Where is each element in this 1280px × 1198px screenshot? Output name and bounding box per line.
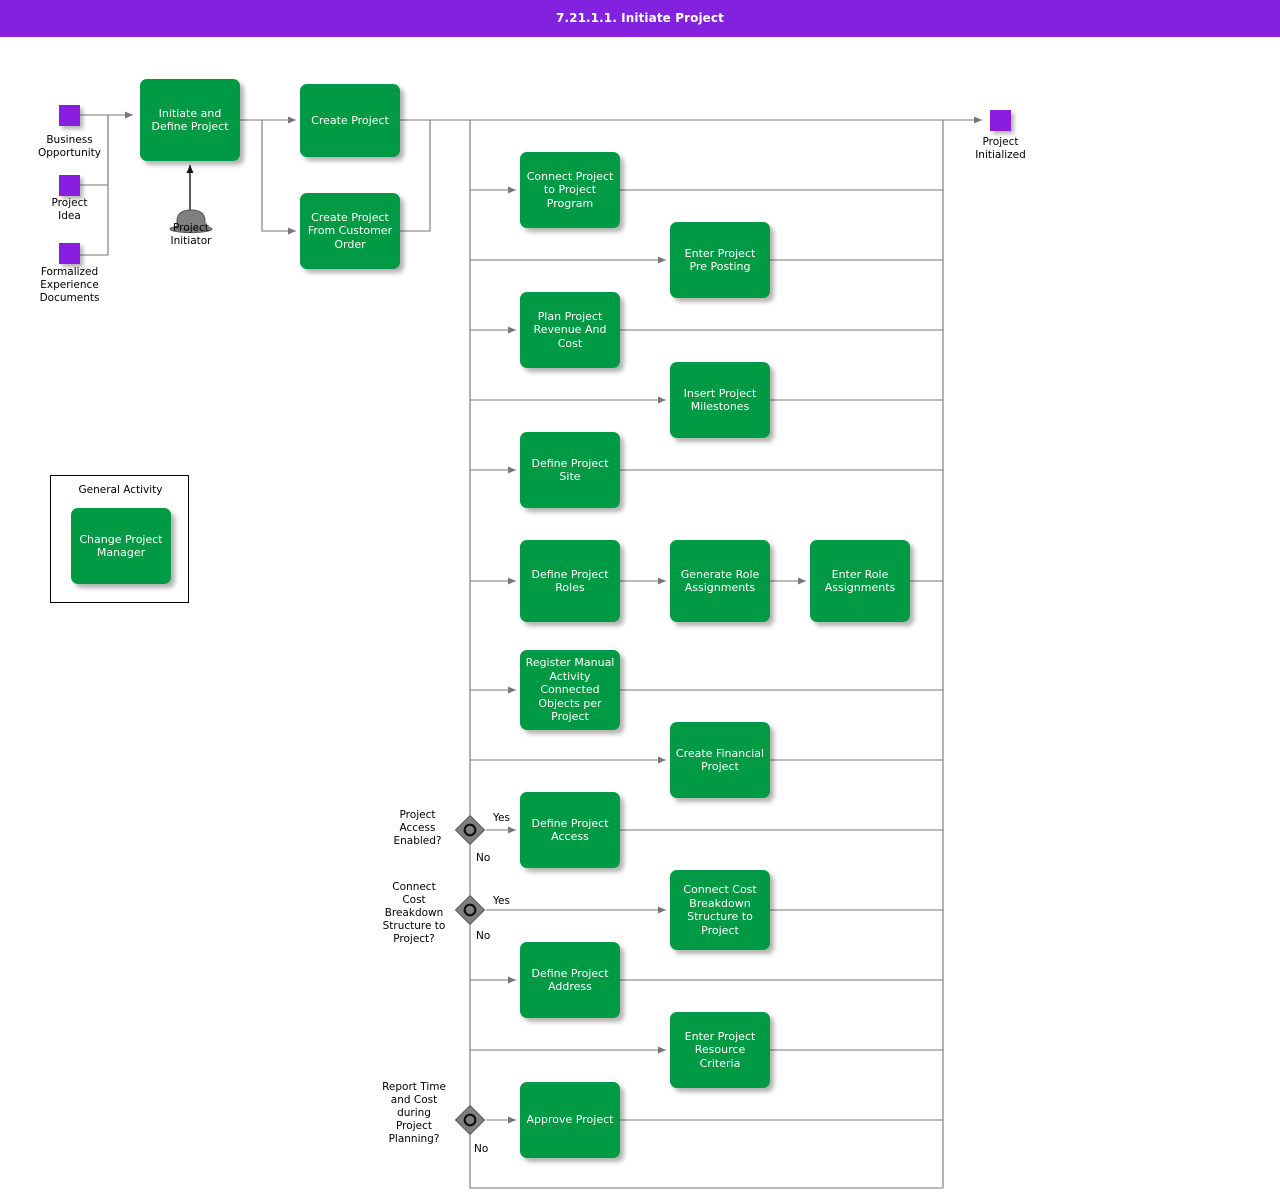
activity-define-project-site[interactable]: Define Project Site bbox=[520, 432, 620, 508]
start-event-label-business-opportunity: Business Opportunity bbox=[37, 134, 101, 159]
edge-label-report-time-and-cost-no: No bbox=[474, 1143, 489, 1155]
activity-connect-cost-breakdown-structure-to-project[interactable]: Connect Cost Breakdown Structure to Proj… bbox=[670, 870, 770, 950]
activity-define-project-roles[interactable]: Define Project Roles bbox=[520, 540, 620, 622]
role-label-project-initiator: Project Initiator bbox=[170, 222, 212, 247]
legend-general-activity: General Activity Change Project Manager bbox=[50, 475, 189, 603]
start-event-business-opportunity[interactable] bbox=[59, 105, 80, 126]
activity-create-project[interactable]: Create Project bbox=[300, 84, 400, 157]
gateway-label-connect-cost-breakdown-structure-to-project: Connect Cost Breakdown Structure to Proj… bbox=[382, 881, 446, 945]
activity-insert-project-milestones[interactable]: Insert Project Milestones bbox=[670, 362, 770, 438]
title-bar: 7.21.1.1. Initiate Project bbox=[0, 0, 1280, 37]
activity-create-project-from-customer-order[interactable]: Create Project From Customer Order bbox=[300, 193, 400, 269]
edge-label-connect-cbs-no: No bbox=[476, 930, 491, 942]
activity-register-manual-activity-connected-objects-per-project[interactable]: Register Manual Activity Connected Objec… bbox=[520, 650, 620, 730]
gateway-project-access-enabled[interactable] bbox=[454, 814, 486, 846]
activity-define-project-address[interactable]: Define Project Address bbox=[520, 942, 620, 1018]
activity-enter-project-resource-criteria[interactable]: Enter Project Resource Criteria bbox=[670, 1012, 770, 1088]
end-event-project-initialized[interactable] bbox=[990, 110, 1011, 131]
role-hat-icon bbox=[169, 207, 213, 234]
activity-generate-role-assignments[interactable]: Generate Role Assignments bbox=[670, 540, 770, 622]
page-title: 7.21.1.1. Initiate Project bbox=[556, 11, 724, 25]
start-event-label-project-idea: Project Idea bbox=[51, 197, 88, 222]
activity-approve-project[interactable]: Approve Project bbox=[520, 1082, 620, 1158]
legend-title: General Activity bbox=[78, 484, 163, 496]
activity-connect-project-to-project-program[interactable]: Connect Project to Project Program bbox=[520, 152, 620, 228]
activity-enter-project-pre-posting[interactable]: Enter Project Pre Posting bbox=[670, 222, 770, 298]
activity-plan-project-revenue-and-cost[interactable]: Plan Project Revenue And Cost bbox=[520, 292, 620, 368]
start-event-project-idea[interactable] bbox=[59, 175, 80, 196]
edge-label-project-access-enabled-no: No bbox=[476, 852, 491, 864]
gateway-label-report-time-and-cost-during-project-planning: Report Time and Cost during Project Plan… bbox=[382, 1081, 446, 1145]
start-event-formalized-experience-documents[interactable] bbox=[59, 243, 80, 264]
activity-enter-role-assignments[interactable]: Enter Role Assignments bbox=[810, 540, 910, 622]
start-event-label-formalized-experience-documents: Formalized Experience Documents bbox=[39, 266, 100, 304]
gateway-label-project-access-enabled: Project Access Enabled? bbox=[393, 809, 442, 847]
edge-label-project-access-enabled-yes: Yes bbox=[493, 812, 510, 824]
activity-define-project-access[interactable]: Define Project Access bbox=[520, 792, 620, 868]
edge-label-connect-cbs-yes: Yes bbox=[493, 895, 510, 907]
gateway-report-time-and-cost-during-project-planning[interactable] bbox=[454, 1104, 486, 1136]
legend-activity-change-project-manager[interactable]: Change Project Manager bbox=[71, 508, 171, 584]
activity-initiate-and-define-project[interactable]: Initiate and Define Project bbox=[140, 79, 240, 161]
activity-create-financial-project[interactable]: Create Financial Project bbox=[670, 722, 770, 798]
end-event-label-project-initialized: Project Initialized bbox=[975, 136, 1026, 161]
gateway-connect-cost-breakdown-structure-to-project[interactable] bbox=[454, 894, 486, 926]
